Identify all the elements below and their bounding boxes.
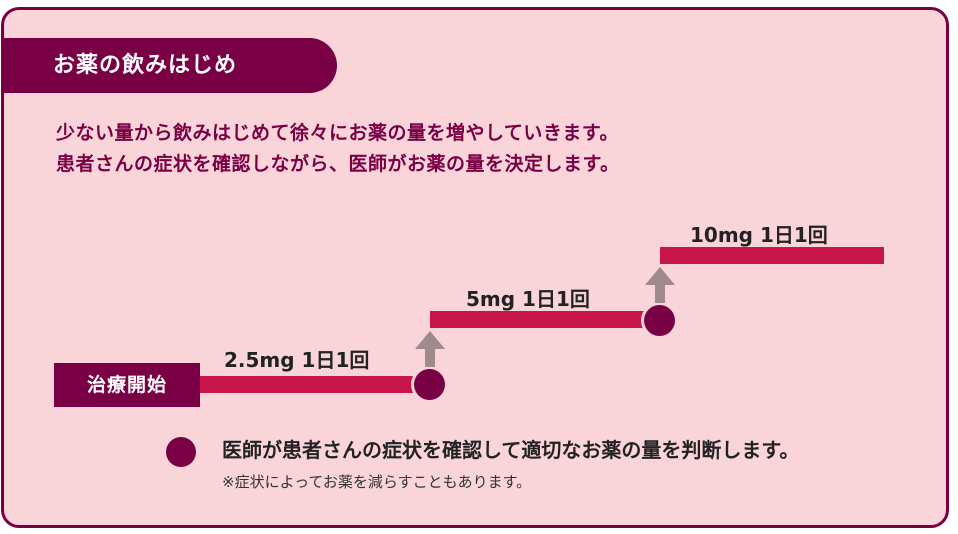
intro-line-2: 患者さんの症状を確認しながら、医師がお薬の量を決定します。 xyxy=(56,153,620,175)
check-dot-icon xyxy=(644,305,675,336)
step-bar-5mg xyxy=(430,311,652,328)
check-dot-icon xyxy=(414,369,445,400)
intro-line-1: 少ない量から飲みはじめて徐々にお薬の量を増やしていきます。 xyxy=(56,122,620,144)
step-bar-2-5mg xyxy=(200,376,420,393)
treatment-start-label: 治療開始 xyxy=(54,363,200,407)
dot-icon xyxy=(166,437,196,467)
step-label-10mg: 10mg 1日1回 xyxy=(690,223,828,247)
step-bar-10mg xyxy=(660,247,884,264)
intro-text: 少ない量から飲みはじめて徐々にお薬の量を増やしていきます。 患者さんの症状を確認… xyxy=(56,118,620,180)
arrow-up-icon xyxy=(415,331,445,367)
step-label-5mg: 5mg 1日1回 xyxy=(466,287,590,311)
section-title: お薬の飲みはじめ xyxy=(4,38,337,93)
legend-text: 医師が患者さんの症状を確認して適切なお薬の量を判断します。 xyxy=(222,438,800,462)
step-label-2-5mg: 2.5mg 1日1回 xyxy=(224,348,370,372)
arrow-up-icon xyxy=(645,267,675,303)
dosing-card: お薬の飲みはじめ 少ない量から飲みはじめて徐々にお薬の量を増やしていきます。 患… xyxy=(1,7,949,528)
legend-note: ※症状によってお薬を減らすこともあります。 xyxy=(222,473,532,491)
